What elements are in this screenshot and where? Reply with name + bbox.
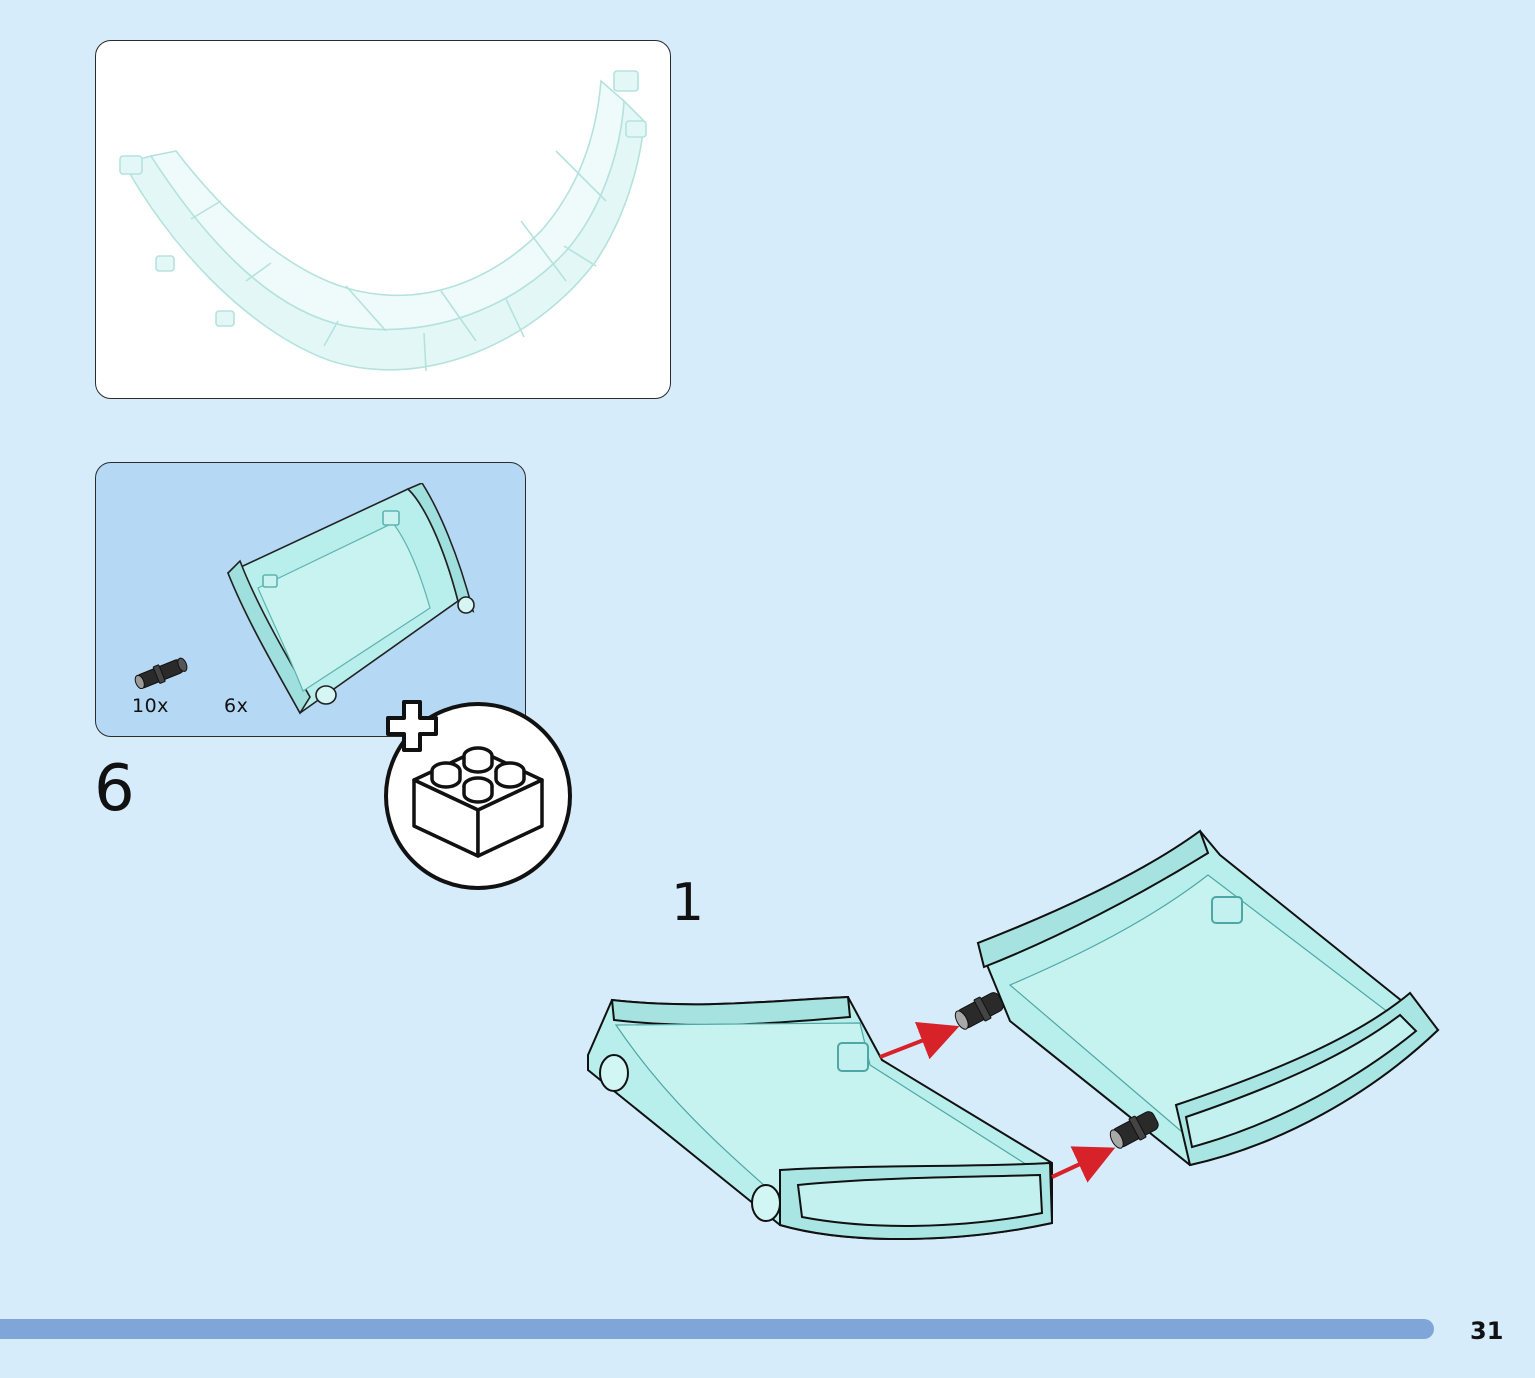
curved-panel-part-icon: [226, 483, 475, 715]
panel-quantity-label: 6x: [224, 695, 249, 717]
parts-list-panel: 10x 6x: [95, 462, 526, 737]
preview-panel: [95, 40, 671, 399]
substep-number: 1: [671, 873, 705, 933]
pin-quantity-label: 10x: [132, 695, 169, 717]
curved-wall-preview-illustration: [119, 70, 647, 372]
left-curved-panel: [587, 995, 1054, 1241]
insert-arrow-top: [879, 1021, 960, 1060]
assembly-illustration: [587, 829, 1440, 1241]
connector-pin-bottom: [1109, 1111, 1159, 1149]
page-number: 31: [1470, 1317, 1504, 1345]
plus-brick-icon: [384, 700, 572, 890]
connector-pin-top: [954, 992, 1004, 1030]
step-number: 6: [94, 752, 135, 826]
right-curved-panel: [976, 829, 1440, 1167]
connector-pin-part-icon: [134, 657, 188, 689]
insert-arrow-bottom: [1051, 1146, 1116, 1183]
footer-progress-bar: [0, 1319, 1434, 1339]
